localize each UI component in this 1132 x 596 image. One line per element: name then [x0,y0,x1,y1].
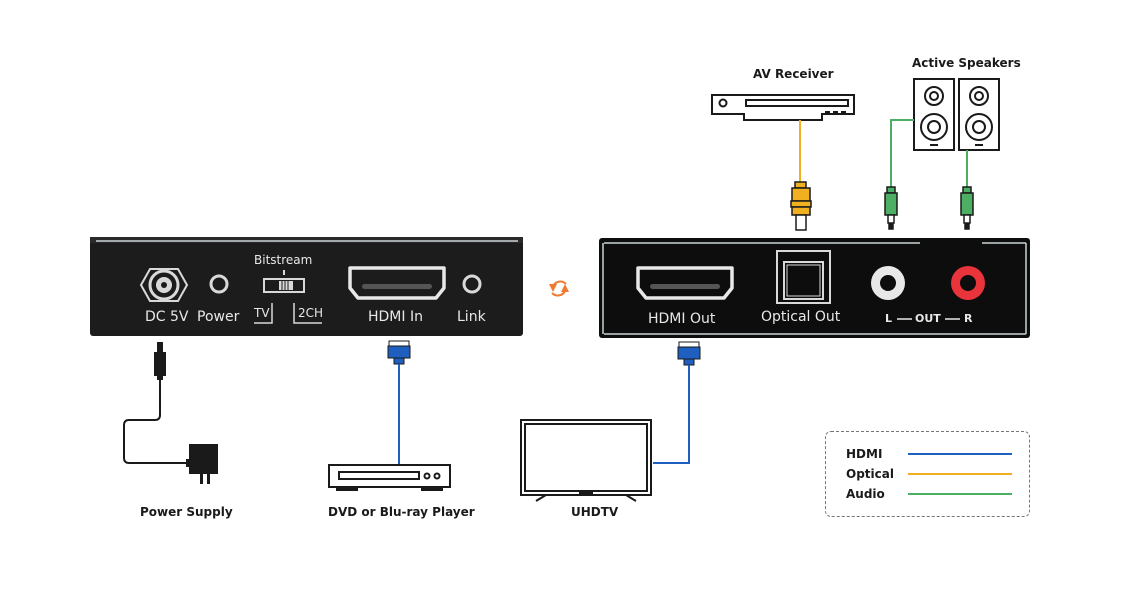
audio-plug-right-icon [960,186,974,230]
audio-cable-left [890,119,914,187]
audio-plug-left-icon [884,186,898,230]
hdmi-in-label: HDMI In [368,309,423,325]
dc-plug-icon [154,342,166,380]
active-speakers-label: Active Speakers [912,56,1021,70]
rca-right-port-icon [951,266,985,300]
tv-icon [520,419,652,502]
optical-plug-icon [790,181,812,231]
switch-2ch-label[interactable]: 2CH [298,306,324,320]
optical-out-label: Optical Out [761,309,841,325]
hdmi-out-label: HDMI Out [648,311,716,327]
link-led-icon [462,274,482,294]
out-l-label: L [885,312,893,325]
hdmi-out-port-icon [636,266,734,300]
player-label: DVD or Blu-ray Player [328,505,475,519]
optical-out-port-icon [776,250,831,304]
av-receiver-icon [711,94,855,121]
switch-tv-label[interactable]: TV [254,306,270,320]
link-label: Link [457,309,486,325]
legend-swatch-hdmi [908,453,1012,455]
legend: HDMI Optical Audio [825,431,1030,517]
hdmi-cable-output [653,365,690,464]
hdmi-plug-output-icon [677,341,701,366]
av-receiver-label: AV Receiver [753,67,834,81]
uhdtv-label: UHDTV [571,505,619,519]
rca-left-port-icon [871,266,905,300]
legend-item-optical: Optical [846,467,1012,481]
speaker-right-icon [958,78,1000,151]
hdmi-in-port-icon [348,266,446,300]
dc-jack-icon [139,268,189,302]
legend-swatch-audio [908,493,1012,495]
legend-item-audio: Audio [846,487,1012,501]
bitstream-label: Bitstream [254,253,313,267]
hdmi-plug-input-icon [387,340,411,365]
legend-label: Audio [846,487,885,501]
player-icon [328,464,451,491]
out-label: OUT [915,312,941,325]
speaker-left-icon [913,78,955,151]
power-cable [123,380,186,464]
rotate-flip-icon [549,280,569,297]
power-adapter-icon [186,444,218,484]
dc-5v-label: DC 5V [145,309,189,325]
power-led-icon [209,274,229,294]
legend-label: HDMI [846,447,883,461]
output-panel [599,238,1030,338]
out-r-label: R [964,312,973,325]
legend-item-hdmi: HDMI [846,447,1012,461]
power-supply-label: Power Supply [140,505,233,519]
bitstream-switch[interactable] [254,270,322,324]
input-panel [90,237,523,336]
legend-label: Optical [846,467,894,481]
power-label: Power [197,309,240,325]
legend-swatch-optical [908,473,1012,475]
